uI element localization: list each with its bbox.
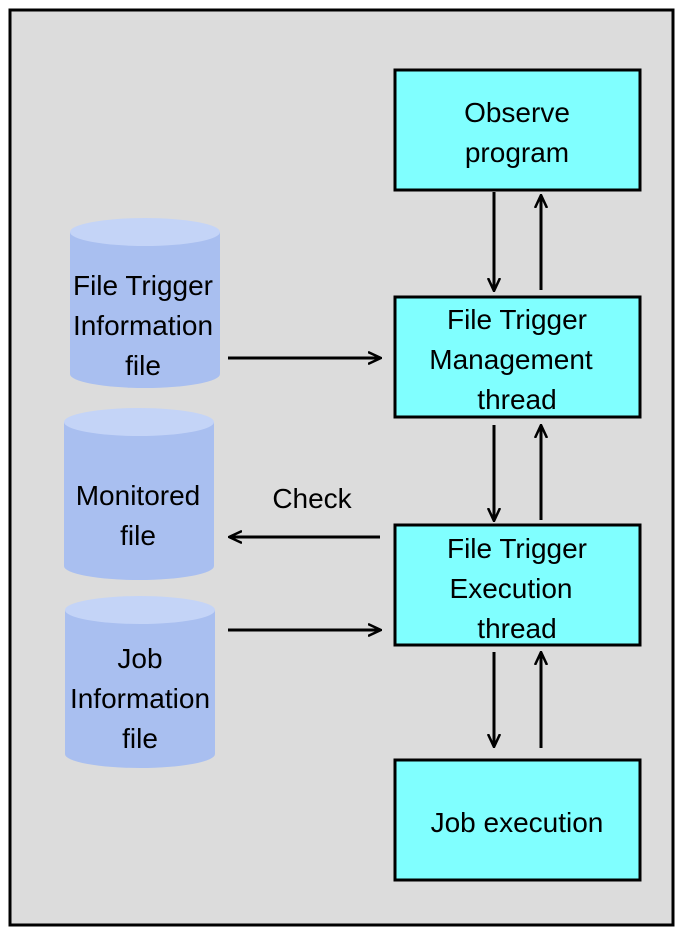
- trigger-information-file-label-line1: File Trigger: [73, 270, 213, 301]
- trigger-information-file-cylinder: File Trigger Information file: [70, 218, 220, 388]
- job-information-file-cylinder: Job Information file: [65, 596, 215, 768]
- monitored-file-cylinder: Monitored file: [64, 408, 214, 580]
- management-thread-label-line3: thread: [477, 384, 556, 415]
- management-thread-box: File Trigger Management thread: [393, 295, 642, 419]
- check-arrow-label: Check: [272, 483, 352, 514]
- observe-program-box: Observe program: [393, 68, 642, 192]
- job-execution-box: Job execution: [393, 758, 642, 882]
- observe-program-label-line2: program: [465, 137, 569, 168]
- job-information-file-label-line3: file: [122, 723, 158, 754]
- monitored-file-label-line2: file: [120, 520, 156, 551]
- monitored-file-label-line1: Monitored: [76, 480, 201, 511]
- job-execution-label: Job execution: [431, 807, 604, 838]
- job-information-file-label-line2: Information: [70, 683, 210, 714]
- management-thread-label-line2: Management: [429, 344, 593, 375]
- execution-thread-label-line2: Execution: [450, 573, 573, 604]
- management-thread-label-line1: File Trigger: [447, 304, 587, 335]
- trigger-information-file-label-line2: Information: [73, 310, 213, 341]
- job-information-file-label-line1: Job: [117, 643, 162, 674]
- execution-thread-label-line3: thread: [477, 613, 556, 644]
- observe-program-label-line1: Observe: [464, 97, 570, 128]
- execution-thread-box: File Trigger Execution thread: [393, 523, 642, 647]
- trigger-information-file-label-line3: file: [125, 350, 161, 381]
- execution-thread-label-line1: File Trigger: [447, 533, 587, 564]
